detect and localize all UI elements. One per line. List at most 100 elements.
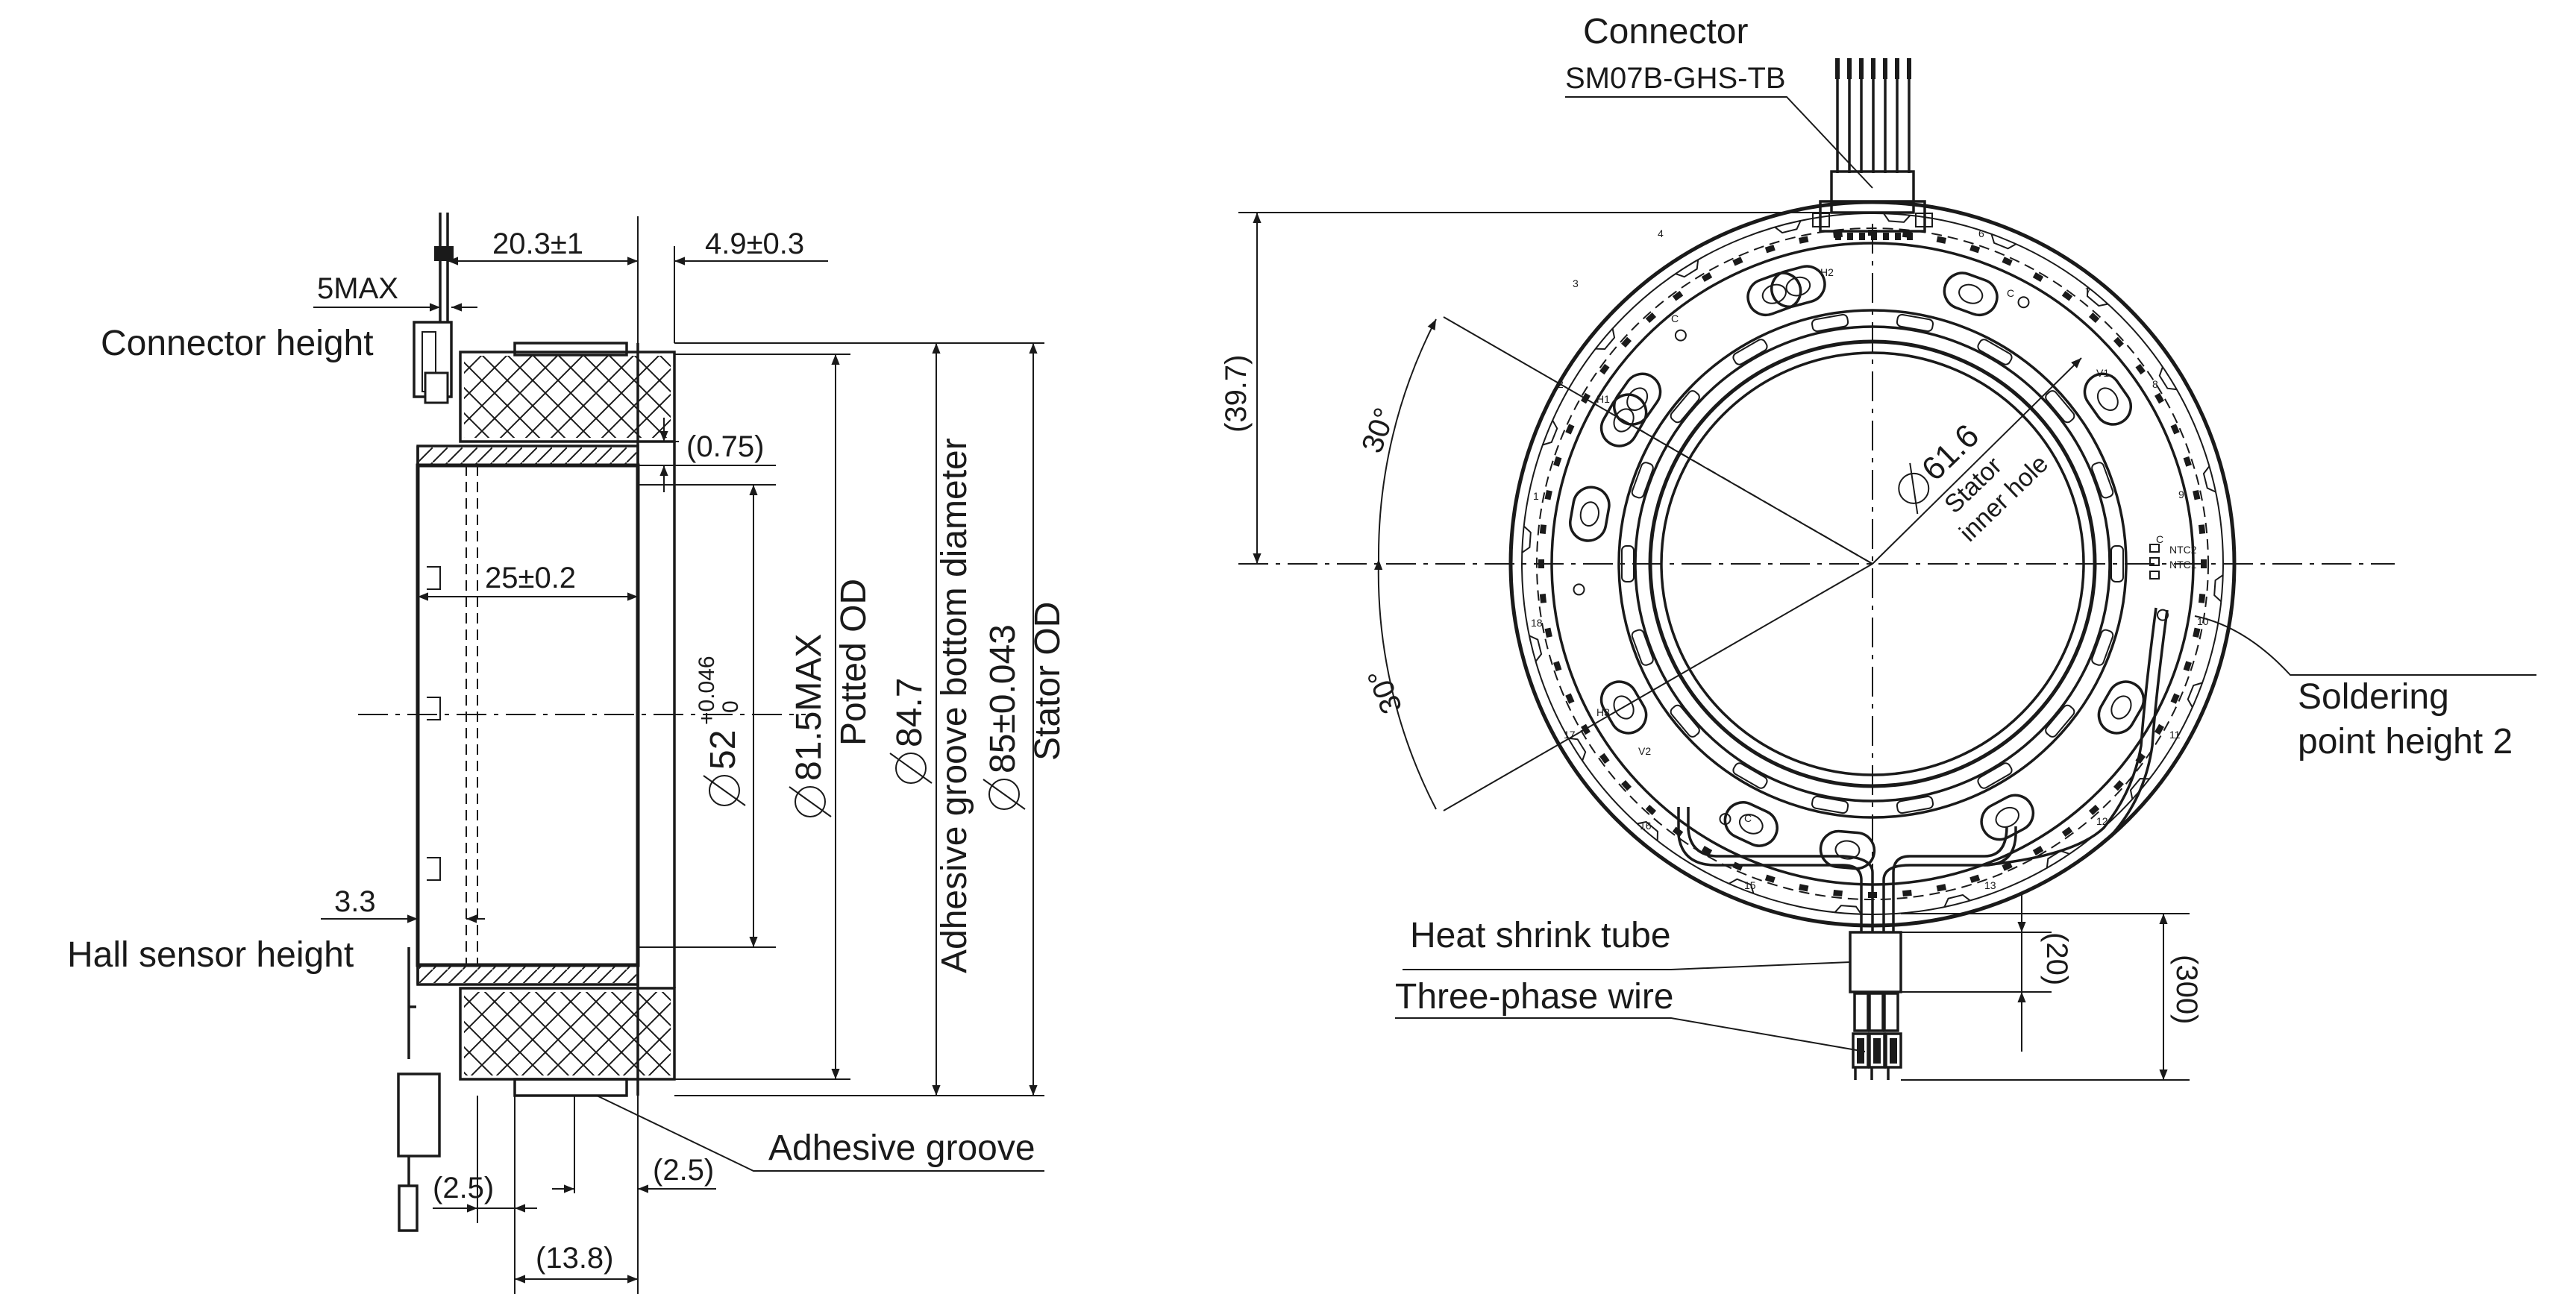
ring-mark — [1565, 693, 1575, 704]
dim-bottom-extension — [477, 1096, 639, 1294]
mark-n7: 7 — [2085, 286, 2091, 298]
upper-iron-hatch — [419, 447, 636, 464]
dim-25-text: 25±0.2 — [485, 562, 576, 594]
mark-c-1: C — [1671, 312, 1679, 324]
ring-mark — [2088, 312, 2100, 324]
ring-mark — [1599, 363, 1610, 375]
ring-mark — [1969, 245, 1981, 254]
dim-2-5-right-text: (2.5) — [653, 1154, 714, 1187]
ring-mark — [1764, 874, 1776, 883]
mark-v1: V1 — [2096, 367, 2109, 379]
label-soldering-2: point height 2 — [2298, 722, 2513, 761]
stator-tooth — [1977, 339, 2013, 365]
mark-n16: 16 — [1640, 820, 1652, 832]
mark-c-3: C — [2156, 533, 2163, 545]
ring-mark — [1544, 489, 1552, 500]
upper-coil-outline — [459, 351, 676, 443]
ring-notch — [1728, 878, 1755, 894]
slot-ticks — [427, 566, 441, 881]
angle-lines — [1374, 316, 1873, 811]
mark-n4: 4 — [1658, 227, 1664, 239]
ring-mark — [2183, 456, 2192, 467]
dim-300 — [1901, 913, 2190, 1081]
ring-notch — [1990, 233, 2017, 250]
ring-mark — [2201, 559, 2207, 568]
ring-mark — [2198, 594, 2206, 603]
outer-ring-marks — [1521, 213, 2224, 915]
label-stator-od: Stator OD — [1028, 602, 1068, 761]
leader-connector — [1565, 96, 1873, 189]
ring-mark — [2154, 392, 2164, 404]
dim-13-8-text: (13.8) — [536, 1242, 614, 1275]
ring-mark — [1672, 291, 1684, 301]
pad-circle — [1674, 329, 1687, 342]
stator-tooth — [1977, 762, 2013, 789]
dim-0-75-text: (0.75) — [686, 430, 765, 463]
dim-81-5-group: 81.5MAX — [789, 634, 832, 817]
stator-tooth — [2045, 704, 2075, 738]
dim-52-group: 52 +0.046 0 — [695, 656, 746, 806]
pcb-slot-holes — [1569, 265, 2169, 870]
ring-mark — [1732, 257, 1743, 266]
ring-mark — [1969, 874, 1981, 883]
ring-mark — [1798, 884, 1809, 892]
stator-tooth — [1732, 762, 1768, 789]
slot-hole — [1819, 829, 1876, 870]
mark-c-2: C — [2007, 287, 2014, 299]
heat-shrink-tube — [1849, 931, 1902, 993]
dim-52-upper: +0.046 — [695, 656, 719, 725]
slot-hole — [1980, 794, 2035, 841]
mark-n8: 8 — [2152, 378, 2158, 390]
angle-top-text: 30° — [1356, 403, 1402, 457]
lower-coil-hatch — [464, 992, 671, 1075]
upper-coil-hatch — [464, 356, 671, 438]
dim-3-3-text: 3.3 — [334, 885, 376, 918]
ring-mark — [2193, 489, 2201, 500]
ring-mark — [2170, 424, 2180, 435]
ring-mark — [2032, 272, 2044, 282]
stator-tooth — [1670, 704, 1700, 738]
ring-notch — [2158, 366, 2178, 391]
stator-tooth — [1670, 390, 1700, 424]
label-connector-height: Connector height — [101, 324, 374, 363]
label-adhesive-groove-bottom: Adhesive groove bottom diameter — [935, 438, 974, 973]
ring-mark — [1544, 627, 1552, 638]
stator-tooth — [1631, 629, 1654, 666]
ring-mark — [1701, 846, 1713, 855]
ring-mark — [1798, 236, 1809, 244]
leader-three-phase — [1395, 1017, 1866, 1052]
label-soldering-1: Soldering — [2298, 677, 2449, 717]
ring-notch — [1774, 220, 1802, 234]
leader-heat-shrink — [1403, 961, 1851, 970]
ring-notch — [1636, 820, 1658, 841]
stator-tooth — [1896, 795, 1934, 814]
pad-circle — [1573, 583, 1585, 596]
stator-tooth — [2091, 462, 2114, 499]
mark-n17: 17 — [1564, 729, 1576, 741]
dim-39-7-text: (39.7) — [1220, 355, 1253, 433]
label-heat-shrink: Heat shrink tube — [1410, 916, 1671, 955]
dim-20-text: (20) — [2040, 932, 2073, 985]
dim-4-9-text: 4.9±0.3 — [705, 227, 804, 260]
dim-0-75 — [638, 418, 776, 492]
ring-notch — [1521, 525, 1532, 553]
dim-4-9 — [612, 246, 828, 343]
ring-mark — [1701, 272, 1713, 282]
lower-step — [513, 1078, 628, 1097]
ring-mark — [1553, 661, 1562, 672]
mark-ntc2: NTC2 — [2169, 544, 2197, 556]
slot-hole — [2097, 680, 2146, 735]
stator-tooth — [1811, 313, 1849, 333]
ring-mark — [1539, 594, 1547, 603]
ring-mark — [1902, 889, 1912, 897]
stator-inner-hole — [1648, 339, 2097, 788]
upper-step — [513, 342, 628, 357]
dim-39-7 — [1238, 212, 1843, 564]
mark-ntc1: NTC1 — [2169, 559, 2197, 571]
stator-tooth — [1621, 545, 1635, 582]
slot-hole — [1746, 271, 1802, 317]
dim-5max-text: 5MAX — [317, 272, 398, 305]
slot-hole — [1723, 801, 1779, 847]
ring-notch — [1595, 327, 1616, 350]
ring-mark — [1621, 779, 1632, 791]
